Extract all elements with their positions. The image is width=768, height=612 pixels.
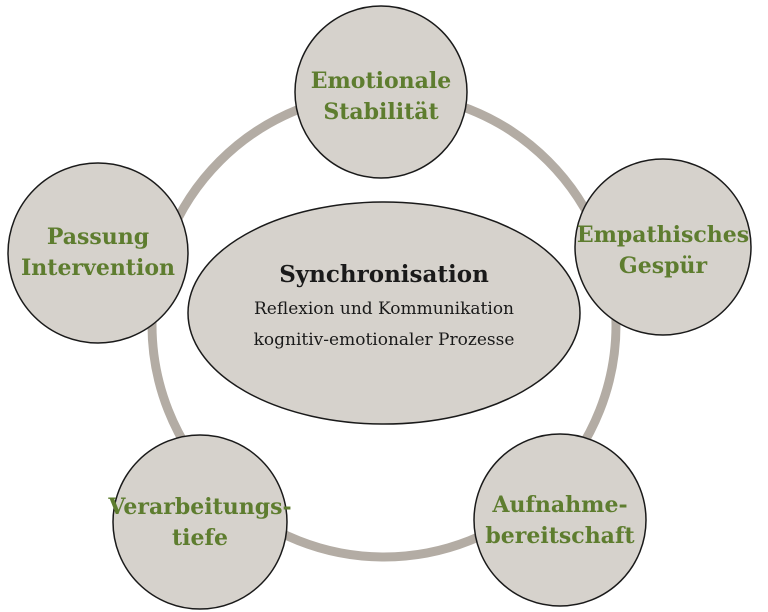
node-label-line1: Passung: [47, 224, 149, 250]
node-verarbeitungstiefe: Verarbeitungs- tiefe: [107, 434, 292, 610]
center-title: Synchronisation: [279, 261, 489, 288]
node-label-line2: Gespür: [619, 253, 708, 279]
node-passung-intervention: Passung Intervention: [7, 162, 189, 344]
node-label-line2: Stabilität: [323, 99, 439, 125]
center-subtitle-line2: kognitiv-emotionaler Prozesse: [254, 330, 515, 350]
node-aufnahmebereitschaft: Aufnahme- bereitschaft: [473, 433, 647, 607]
node-label-line1: Emotionale: [311, 68, 452, 94]
node-label-line2: Intervention: [21, 255, 175, 281]
node-circle: [7, 162, 189, 344]
node-circle: [574, 158, 752, 336]
node-label-line1: Verarbeitungs-: [107, 494, 291, 520]
node-label-line2: bereitschaft: [485, 523, 635, 549]
center-subtitle-line1: Reflexion und Kommunikation: [254, 299, 514, 319]
node-circle: [112, 434, 288, 610]
node-emotionale-stabilitaet: Emotionale Stabilität: [294, 5, 468, 179]
node-empathisches-gespuer: Empathisches Gespür: [574, 158, 752, 336]
node-label-line2: tiefe: [172, 525, 228, 551]
node-circle: [294, 5, 468, 179]
node-label-line1: Aufnahme-: [491, 492, 627, 518]
center-ellipse: [187, 201, 581, 425]
center-node: Synchronisation Reflexion und Kommunikat…: [187, 201, 581, 425]
node-label-line1: Empathisches: [577, 222, 749, 248]
node-circle: [473, 433, 647, 607]
